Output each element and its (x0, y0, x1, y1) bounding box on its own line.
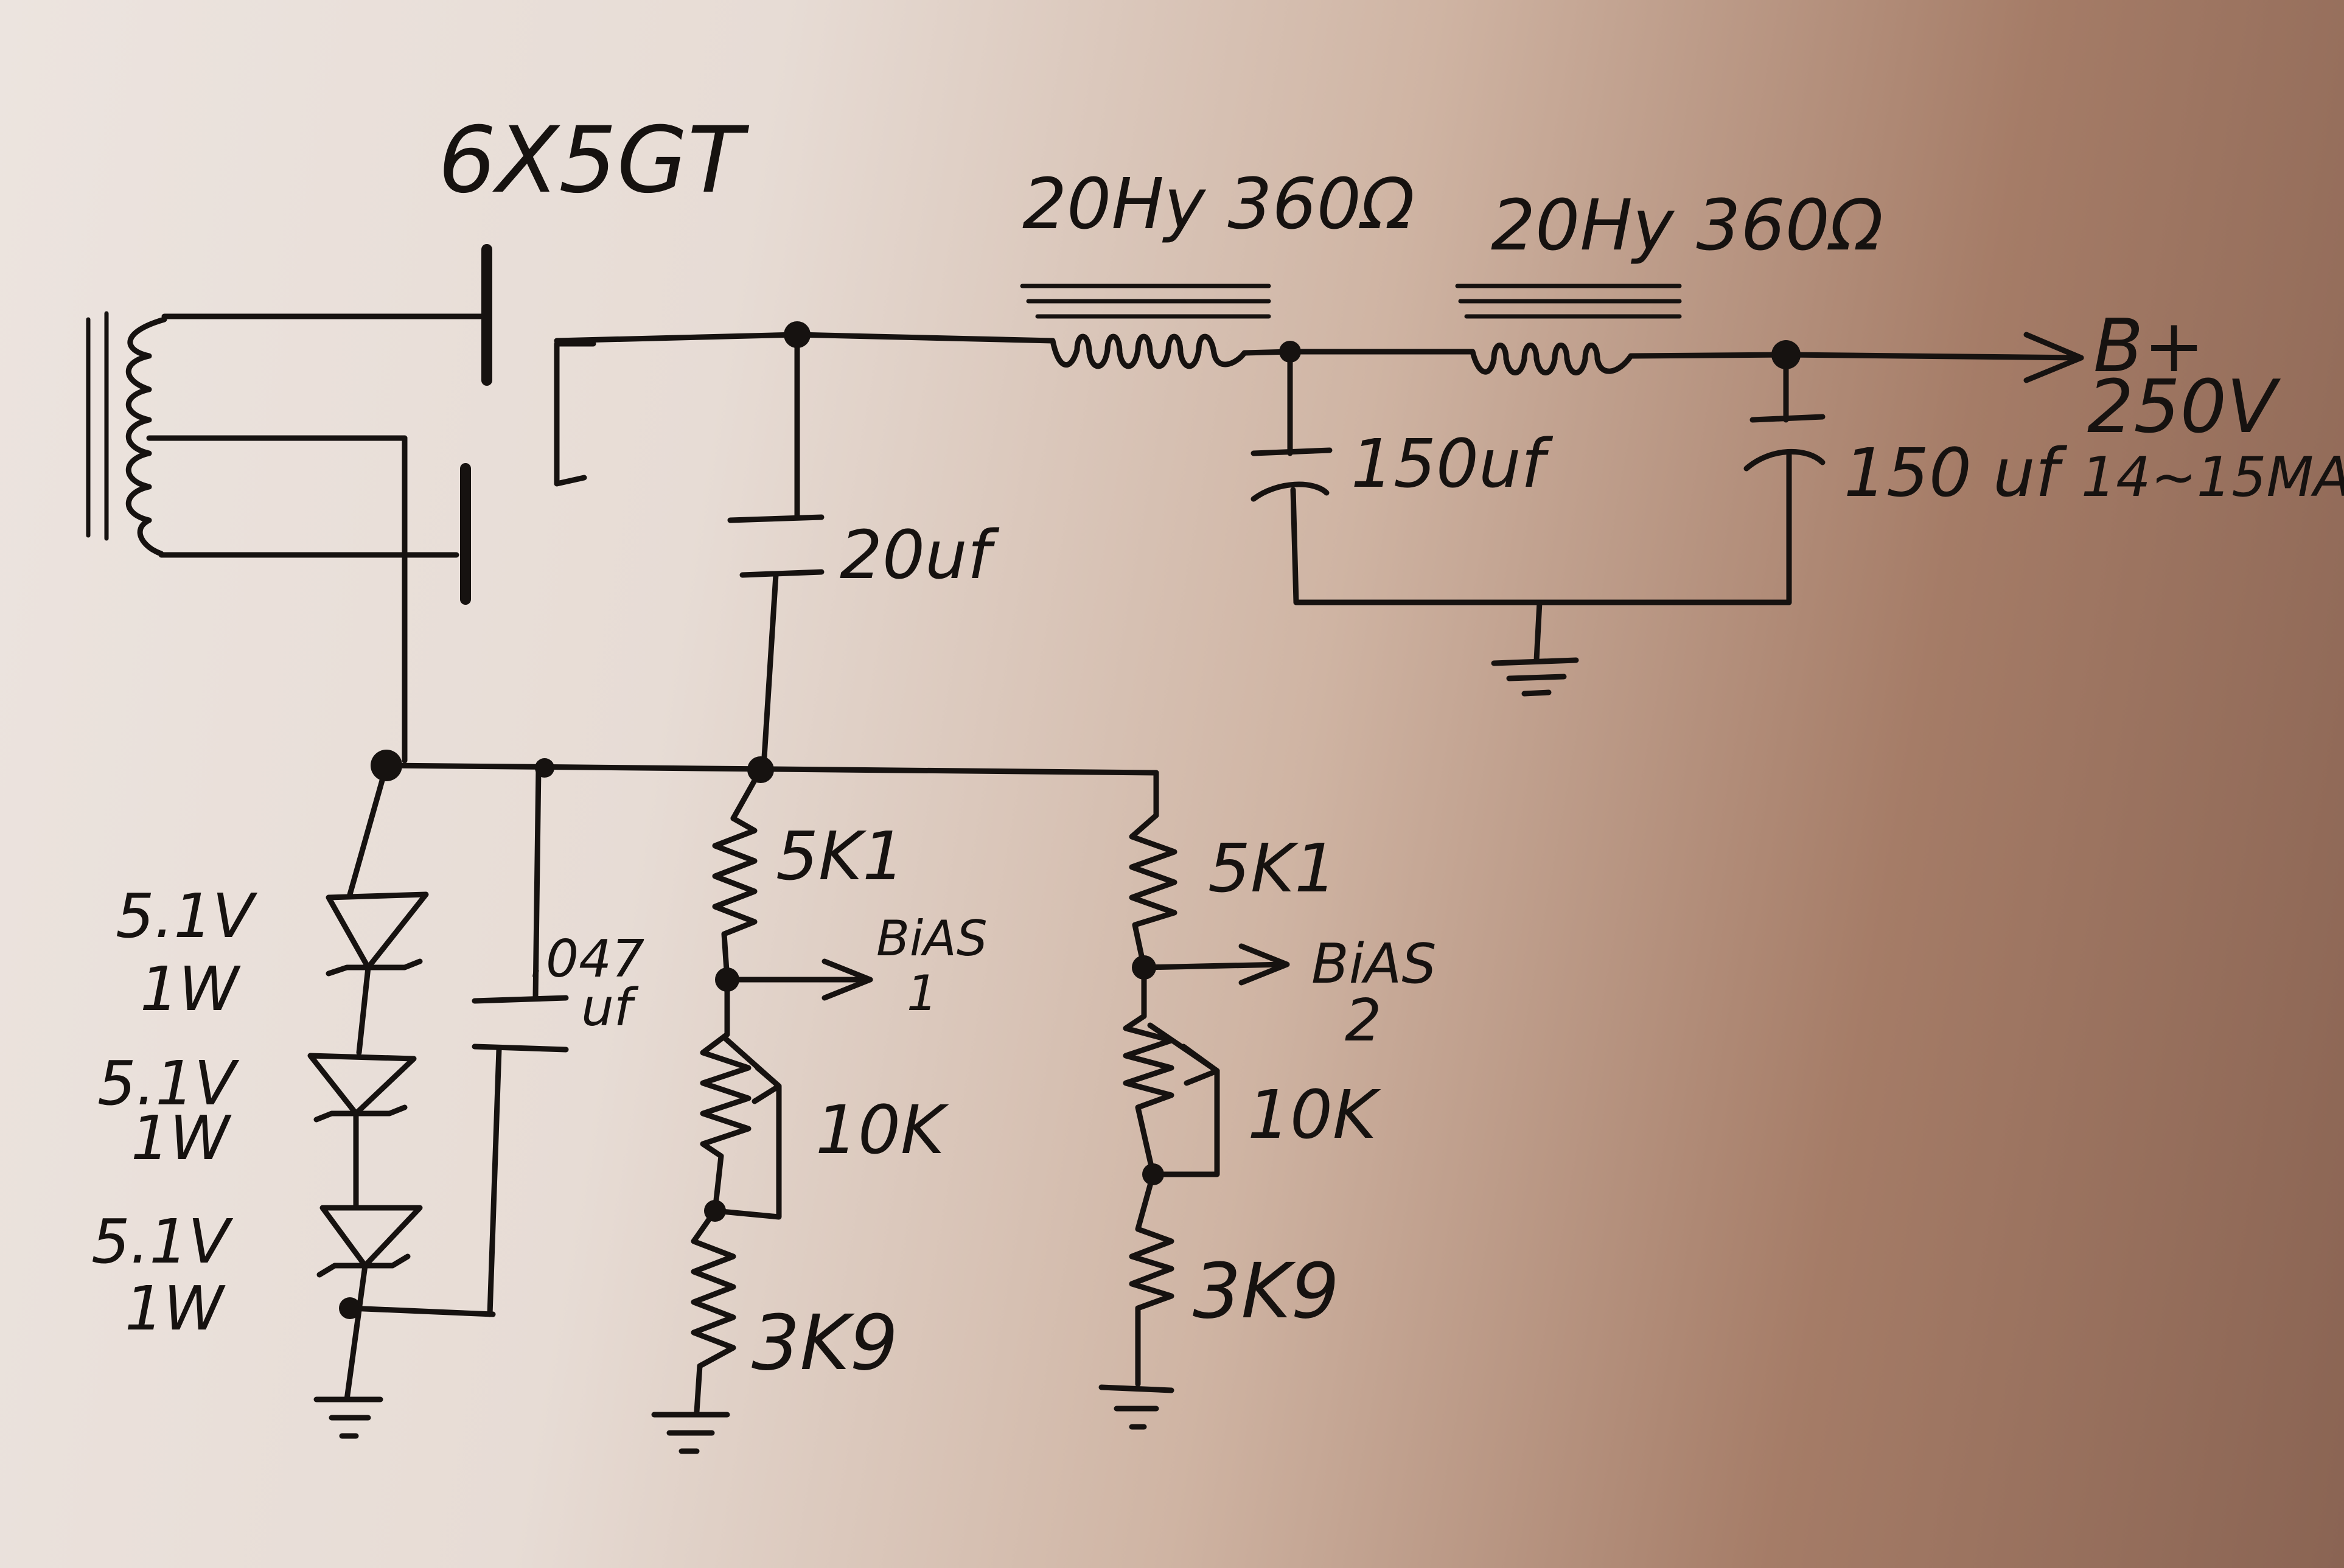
tube-label: 6X5GT (438, 108, 750, 214)
bias-2-rbottom-label: 3K9 (1193, 1247, 1339, 1336)
zener-2-power-label: 1W (131, 1103, 232, 1174)
zener-3-power-label: 1W (125, 1273, 226, 1344)
output-current-label: 14~15MA (2081, 445, 2344, 509)
cap-150uf-1-label: 150uf (1351, 425, 1554, 503)
capacitor-150uf-1 (1250, 349, 1333, 605)
output-name-label: B+ (2093, 304, 2205, 389)
zener-1-voltage-label: 5.1V (116, 880, 258, 952)
bias-2-pot-label: 10K (1247, 1076, 1381, 1154)
bias-2-output-num: 2 (1345, 988, 1381, 1054)
filter-ground (1293, 599, 1792, 697)
b-plus-output-arrow (1783, 332, 2084, 383)
bias-1-output-label: BiAS (876, 910, 988, 967)
choke-2 (1287, 284, 1789, 375)
zener-stack (307, 762, 429, 1439)
zener-3-voltage-label: 5.1V (91, 1206, 234, 1277)
junction-dots (339, 321, 1801, 1319)
choke-1 (794, 284, 1293, 369)
capacitor-20uf (727, 332, 825, 770)
zener-1-power-label: 1W (140, 953, 241, 1025)
cap-047-unit-label: uf (581, 978, 639, 1038)
bias-1-pot-label: 10K (815, 1091, 949, 1169)
cap-047-label: .047 (529, 929, 644, 989)
capacitor-150uf-2 (1743, 352, 1826, 605)
cap-150uf-2-label: 150 uf (1844, 434, 2068, 512)
bias-1-rbottom-label: 3K9 (752, 1299, 898, 1387)
power-transformer (86, 311, 490, 764)
bias-2-rtop-label: 5K1 (1208, 829, 1337, 907)
rectifier-tube (460, 244, 800, 605)
bias-branch-2 (1098, 812, 1290, 1430)
bias-1-output-num: 1 (907, 965, 938, 1022)
zener-2-voltage-label: 5.1V (97, 1048, 240, 1119)
bias-1-rtop-label: 5K1 (776, 817, 905, 895)
choke-2-label: 20Hy 360Ω (1491, 185, 1883, 267)
bias-2-output-label: BiAS (1311, 932, 1436, 996)
choke-1-label: 20Hy 360Ω (1022, 164, 1415, 245)
cap-20uf-label: 20uf (840, 516, 1000, 594)
capacitor-047uf (347, 765, 569, 1317)
output-voltage-label: 250V (2087, 365, 2281, 450)
